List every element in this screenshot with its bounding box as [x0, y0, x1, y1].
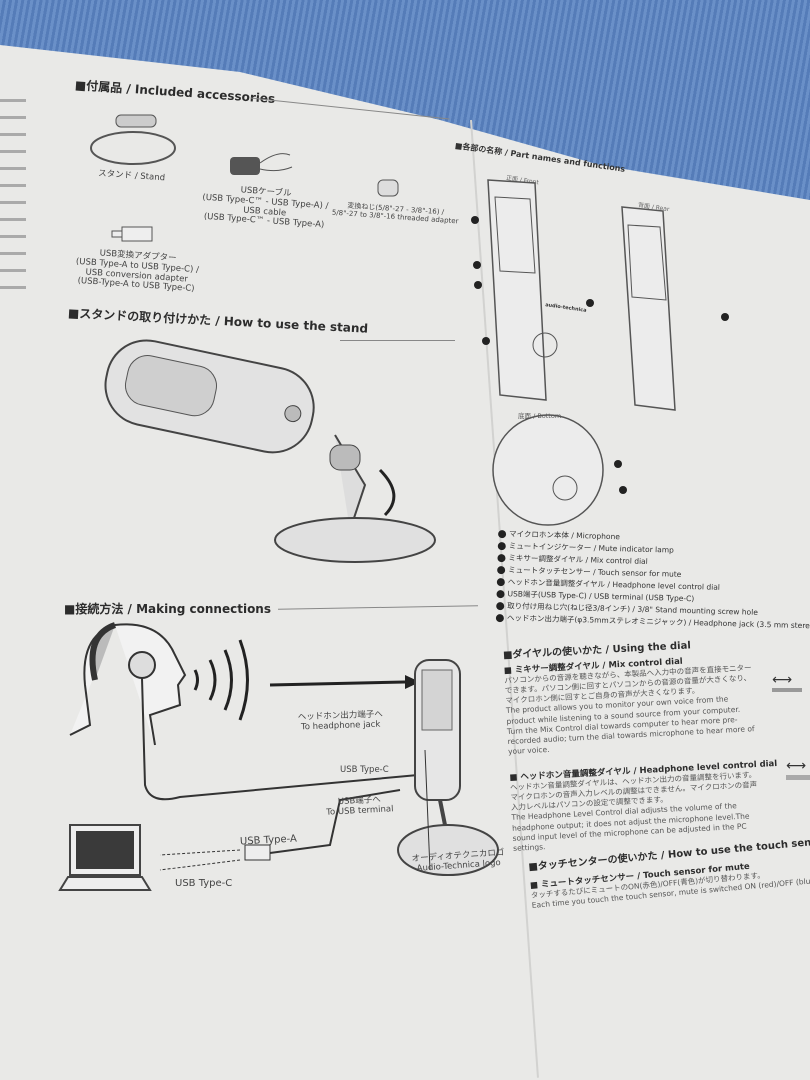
microphone-bottom-diagram: [492, 414, 627, 526]
dial-section: ■ダイヤルの使いかた / Using the dial ■ ミキサー調整ダイヤル…: [503, 633, 778, 854]
divider: [340, 340, 455, 341]
connection-diagram: [58, 622, 499, 891]
usb-adapter-illustration: [111, 226, 153, 242]
usb-cable-illustration: [230, 153, 293, 175]
stand-illustration: [90, 114, 176, 165]
headphone-dial-graphic: [786, 775, 810, 780]
usb-terminal-label: USB端子へ To USB terminal: [326, 795, 394, 818]
left-page-cut-text: [0, 85, 30, 289]
stand-mounting-illustration: [104, 339, 436, 563]
double-arrow-icon: ⟷: [772, 672, 793, 688]
usb-type-c-bottom-label: USB Type-C: [175, 878, 233, 889]
headphone-jack-label: ヘッドホン出力端子へ To headphone jack: [298, 710, 384, 733]
mix-dial-graphic: [772, 688, 802, 692]
part-label: マイクロホン本体 / Microphone: [508, 529, 621, 542]
threaded-adapter-illustration: [377, 179, 399, 197]
bottom-label: 底面 / Bottom: [518, 412, 562, 420]
microphone-front-rear-diagram: [471, 179, 729, 411]
double-arrow-icon: ⟷: [786, 758, 807, 774]
usb-type-c-label: USB Type-C: [340, 765, 389, 775]
parts-list: マイクロホン本体 / Microphone ミュートインジケーター / Mute…: [495, 528, 810, 633]
connections-heading: ■接続方法 / Making connections: [64, 602, 271, 616]
